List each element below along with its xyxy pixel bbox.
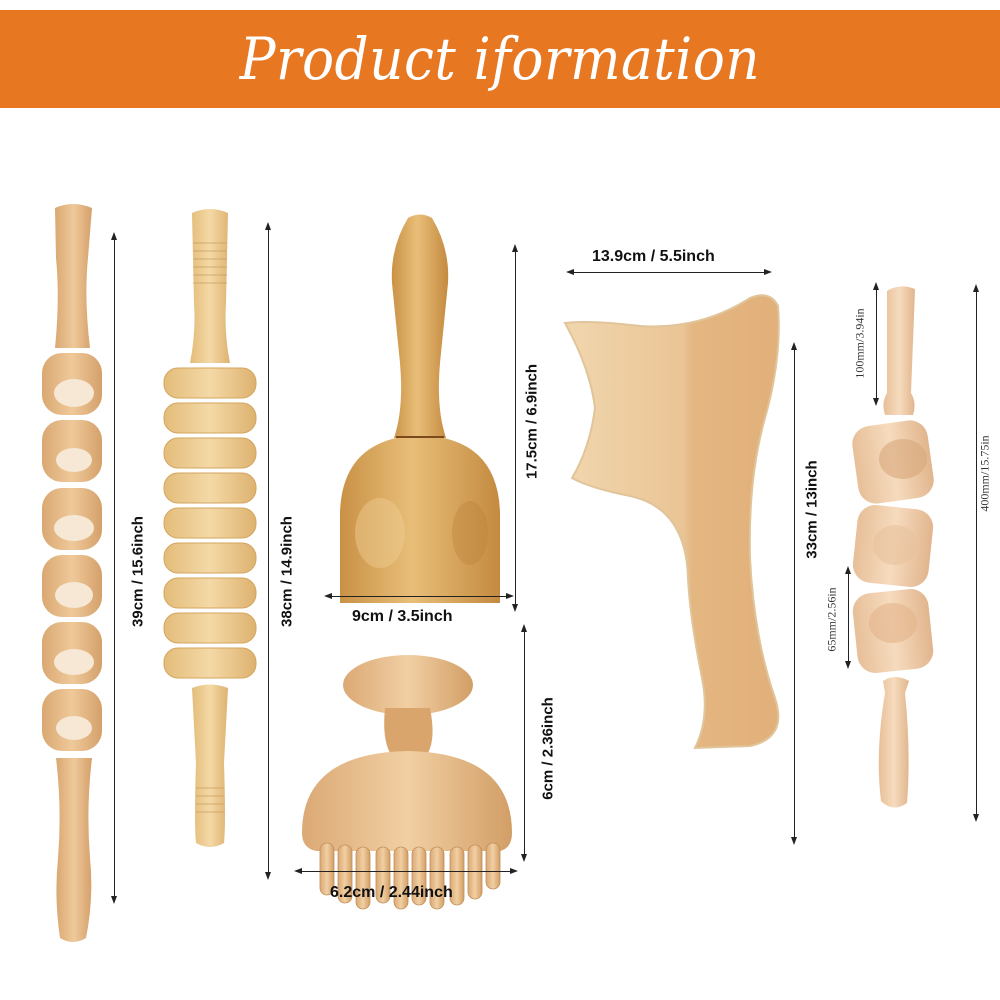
dimension-line — [848, 570, 849, 665]
dimension-line — [268, 226, 269, 876]
dimension-label: 400mm/15.75in — [977, 435, 992, 512]
dimension-label: 38cm / 14.9inch — [278, 516, 296, 627]
arrow-left-icon — [324, 593, 332, 599]
arrow-down-icon — [791, 837, 797, 845]
dimension-label: 39cm / 15.6inch — [129, 516, 147, 627]
dimension-label: 13.9cm / 5.5inch — [592, 248, 715, 265]
arrow-down-icon — [845, 661, 851, 669]
dimension-label: 100mm/3.94in — [852, 308, 867, 379]
arrow-down-icon — [111, 896, 117, 904]
arrow-up-icon — [265, 222, 271, 230]
dimension-line — [572, 272, 768, 273]
dimension-label: 65mm/2.56in — [824, 587, 839, 652]
dimension-line — [976, 288, 977, 818]
arrow-up-icon — [845, 566, 851, 574]
dimension-line — [794, 346, 795, 841]
arrow-right-icon — [506, 593, 514, 599]
arrow-left-icon — [566, 269, 574, 275]
dimension-line — [515, 248, 516, 608]
wooden-suction-cup-image — [340, 214, 500, 603]
dimension-line — [114, 236, 115, 900]
dimension-label: 33cm / 13inch — [803, 460, 821, 559]
banner: Product iformation — [0, 10, 1000, 108]
arrow-up-icon — [111, 232, 117, 240]
dimension-label: 6.2cm / 2.44inch — [330, 884, 453, 901]
dimension-label: 17.5cm / 6.9inch — [523, 363, 541, 480]
arrow-up-icon — [873, 282, 879, 290]
arrow-up-icon — [521, 624, 527, 632]
gear-roller-stick-image — [163, 209, 257, 847]
arrow-up-icon — [512, 244, 518, 252]
dimension-line — [330, 596, 510, 597]
gua-sha-board-image — [563, 294, 780, 750]
arrow-up-icon — [791, 342, 797, 350]
mushroom-scalp-massager-image — [302, 655, 512, 910]
three-cube-roller-image — [852, 286, 934, 808]
dimension-line — [876, 286, 877, 402]
arrow-left-icon — [294, 868, 302, 874]
arrow-right-icon — [764, 269, 772, 275]
banner-title: Product iformation — [239, 25, 761, 93]
arrow-down-icon — [973, 814, 979, 822]
dimension-line — [524, 628, 525, 858]
arrow-up-icon — [973, 284, 979, 292]
arrow-down-icon — [521, 854, 527, 862]
product-stage: 39cm / 15.6inch — [0, 108, 1000, 1000]
dimension-line — [300, 871, 514, 872]
arrow-down-icon — [512, 604, 518, 612]
arrow-right-icon — [510, 868, 518, 874]
dimension-label: 9cm / 3.5inch — [352, 608, 453, 625]
arrow-down-icon — [265, 872, 271, 880]
cube-roller-stick-image — [42, 204, 102, 942]
arrow-down-icon — [873, 398, 879, 406]
